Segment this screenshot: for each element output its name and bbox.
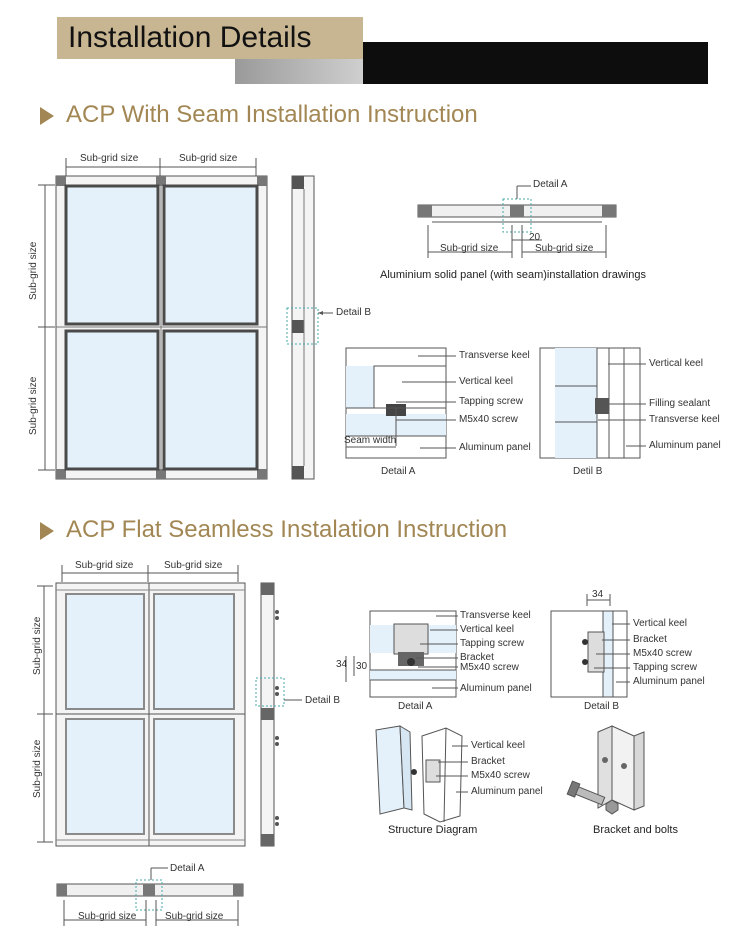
s2-dim-34-b: 34 [592, 589, 604, 600]
s1-da-label-5: Aluminum panel [459, 442, 531, 453]
s2-detail-b-caption: Detail B [584, 701, 620, 712]
s2-sd-label-3: M5x40 screw [471, 770, 530, 781]
s2-dim-30: 30 [356, 661, 368, 672]
s2-detail-a-pointer: Detail A [170, 863, 205, 874]
s2-bracket-caption: Bracket and bolts [593, 824, 678, 836]
s2-da-label-5: M5x40 screw [460, 662, 519, 673]
s1-dim-top-right: Sub-grid size [179, 153, 238, 164]
s1-dim-sub-right: Sub-grid size [535, 243, 594, 254]
s2-da-label-1: Transverse keel [460, 610, 531, 621]
s1-db-label-4: Aluminum panel [649, 440, 721, 451]
section1-arrow-icon [40, 107, 54, 125]
s1-detail-b-caption: Detil B [573, 466, 603, 477]
header-banner-grey [235, 58, 385, 84]
s1-detail-a-pointer: Detail A [533, 179, 568, 190]
s1-dim-top-left: Sub-grid size [80, 153, 139, 164]
s2-dim-34: 34 [336, 659, 348, 670]
s1-db-label-1: Vertical keel [649, 358, 703, 369]
s2-sd-label-4: Aluminum panel [471, 786, 543, 797]
s1-detail-a-caption: Detail A [381, 466, 416, 477]
s1-db-label-2: Filling sealant [649, 398, 711, 409]
s1-caption: Aluminium solid panel (with seam)install… [380, 269, 646, 281]
s2-db-label-5: Aluminum panel [633, 676, 705, 687]
s1-da-label-4: M5x40 screw [459, 414, 518, 425]
s1-dim-20: 20 [529, 232, 541, 243]
s2-da-label-3: Tapping screw [460, 638, 524, 649]
s2-sd-label-1: Vertical keel [471, 740, 525, 751]
s2-db-label-4: Tapping screw [633, 662, 697, 673]
s1-db-label-3: Transverse keel [649, 414, 720, 425]
s2-dim-top-right: Sub-grid size [164, 560, 223, 571]
s2-dim-bottom-right: Sub-grid size [165, 911, 224, 922]
s2-db-label-3: M5x40 screw [633, 648, 692, 659]
s2-dim-left-bottom: Sub-grid size [32, 739, 43, 798]
s1-da-label-2: Vertical keel [459, 376, 513, 387]
section1-title: ACP With Seam Installation Instruction [66, 101, 478, 128]
s2-dim-top-left: Sub-grid size [75, 560, 134, 571]
s2-da-label-4: Bracket [460, 652, 494, 663]
s1-detail-b-pointer: Detail B [336, 307, 372, 318]
s2-detail-b-pointer: Detail B [305, 695, 341, 706]
s1-da-label-1: Transverse keel [459, 350, 530, 361]
s2-detail-a-caption: Detail A [398, 701, 433, 712]
s2-da-label-6: Aluminum panel [460, 683, 532, 694]
page-title: Installation Details [68, 21, 312, 54]
s2-sd-label-2: Bracket [471, 756, 505, 767]
s1-da-label-3: Tapping screw [459, 396, 523, 407]
s1-dim-sub-left: Sub-grid size [440, 243, 499, 254]
s2-db-label-2: Bracket [633, 634, 667, 645]
s2-da-label-2: Vertical keel [460, 624, 514, 635]
section2-arrow-icon [40, 522, 54, 540]
s2-db-label-1: Vertical keel [633, 618, 687, 629]
s2-structure-caption: Structure Diagram [388, 824, 478, 836]
header-banner-gold [57, 17, 363, 59]
section2-title: ACP Flat Seamless Instalation Instructio… [66, 516, 508, 543]
s2-dim-left-top: Sub-grid size [32, 616, 43, 675]
header-banner-black [363, 42, 708, 84]
s2-dim-bottom-left: Sub-grid size [78, 911, 137, 922]
s1-seam-width: Seam width [344, 435, 397, 446]
